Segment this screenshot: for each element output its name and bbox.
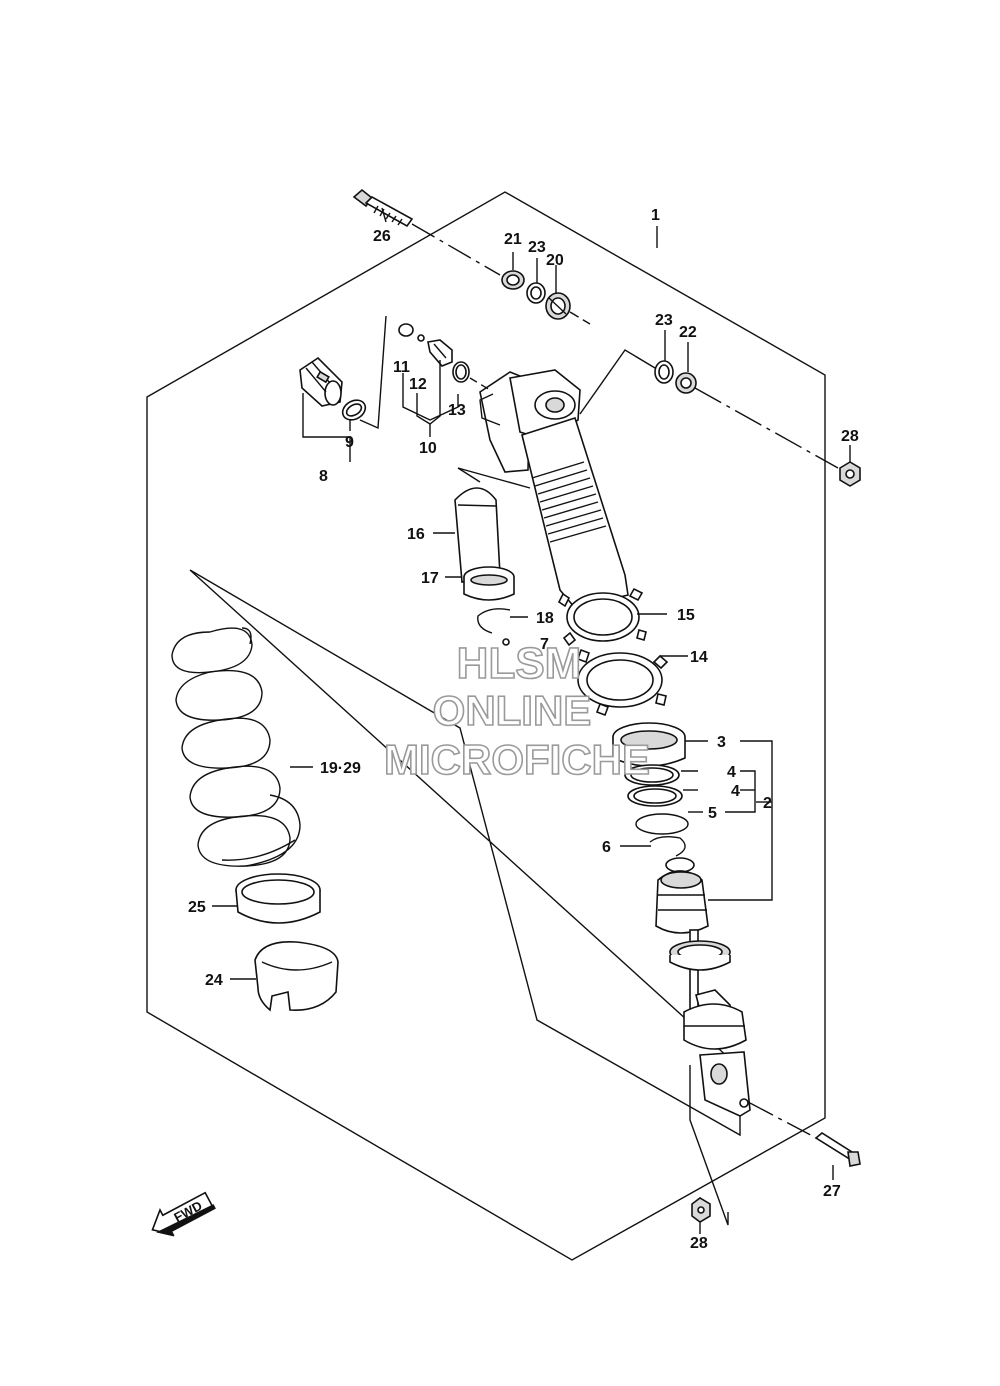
callout-leaders bbox=[212, 207, 851, 1234]
callout-23-upper: 23 bbox=[528, 239, 546, 256]
collar-22 bbox=[675, 372, 697, 394]
callout-7: 7 bbox=[540, 636, 549, 653]
circlip-18 bbox=[477, 608, 511, 634]
lock-nut-14 bbox=[576, 648, 669, 717]
nut-28-lower bbox=[691, 1197, 711, 1223]
reservoir-cap-17 bbox=[463, 566, 515, 601]
callout-23-right: 23 bbox=[655, 312, 673, 329]
callout-9: 9 bbox=[345, 434, 354, 451]
callout-13: 13 bbox=[448, 402, 466, 419]
adjuster-8 bbox=[299, 356, 343, 407]
callout-16: 16 bbox=[407, 526, 425, 543]
adjuster-nut-15 bbox=[557, 587, 647, 647]
valve-12 bbox=[417, 334, 453, 367]
shock-body-1 bbox=[479, 369, 629, 609]
oil-seal-23-right bbox=[654, 360, 674, 384]
fwd-arrow-icon: FWD bbox=[151, 1191, 216, 1237]
callout-18: 18 bbox=[536, 610, 554, 627]
watermark: HLSM ONLINE MICROFICHE bbox=[383, 638, 651, 784]
callout-14: 14 bbox=[690, 649, 708, 666]
callout-12: 12 bbox=[409, 376, 427, 393]
ball-7 bbox=[502, 638, 510, 646]
assembly-outline bbox=[146, 191, 826, 1261]
callout-19-29: 19·29 bbox=[320, 760, 361, 777]
circlip-6 bbox=[649, 835, 686, 857]
callout-20: 20 bbox=[546, 252, 564, 269]
shock-body-threads bbox=[531, 461, 607, 543]
callout-21: 21 bbox=[504, 231, 522, 248]
callout-24: 24 bbox=[205, 972, 223, 989]
o-ring-11 bbox=[398, 323, 414, 337]
seal-ring-4-upper bbox=[624, 764, 680, 786]
callout-28-lower: 28 bbox=[690, 1235, 708, 1252]
spring-seat-25 bbox=[235, 873, 321, 924]
nut-28-upper bbox=[839, 461, 861, 487]
watermark-line-3: MICROFICHE bbox=[384, 736, 650, 783]
oil-seal-23-upper bbox=[526, 282, 546, 304]
snap-ring-5 bbox=[635, 813, 689, 835]
callout-25: 25 bbox=[188, 899, 206, 916]
o-ring-9 bbox=[341, 399, 367, 421]
seal-ring-4-lower bbox=[627, 785, 683, 807]
spring-seat-3 bbox=[612, 722, 686, 767]
callout-15: 15 bbox=[677, 607, 695, 624]
bolt-27 bbox=[814, 1132, 861, 1167]
spring-19-29 bbox=[171, 627, 301, 867]
spring-group-outline bbox=[189, 569, 741, 1137]
bladder-16 bbox=[454, 487, 501, 583]
callout-1: 1 bbox=[651, 207, 660, 224]
piston-rod-assembly-2 bbox=[655, 857, 751, 1117]
callout-4-upper: 4 bbox=[727, 764, 736, 781]
callout-8: 8 bbox=[319, 468, 328, 485]
bushing-21 bbox=[501, 270, 525, 290]
callout-27: 27 bbox=[823, 1183, 841, 1200]
callout-6: 6 bbox=[602, 839, 611, 856]
callout-3: 3 bbox=[717, 734, 726, 751]
spring-stopper-24 bbox=[254, 941, 339, 1012]
callout-2: 2 bbox=[763, 795, 772, 812]
callout-28-upper: 28 bbox=[841, 428, 859, 445]
callout-11: 11 bbox=[393, 359, 410, 376]
needle-bearing-20 bbox=[545, 292, 571, 320]
bolt-26 bbox=[352, 188, 414, 228]
o-ring-13 bbox=[452, 361, 470, 383]
callout-26: 26 bbox=[373, 228, 391, 245]
callout-22: 22 bbox=[679, 324, 697, 341]
callout-10: 10 bbox=[419, 440, 437, 457]
watermark-line-1: HLSM bbox=[457, 639, 582, 688]
callout-17: 17 bbox=[421, 570, 439, 587]
callout-4-lower: 4 bbox=[731, 783, 740, 800]
watermark-line-2: ONLINE bbox=[433, 687, 592, 734]
callout-5: 5 bbox=[708, 805, 717, 822]
callout-labels: 1 26 21 23 20 23 22 28 11 12 13 9 10 8 1… bbox=[188, 207, 859, 1252]
